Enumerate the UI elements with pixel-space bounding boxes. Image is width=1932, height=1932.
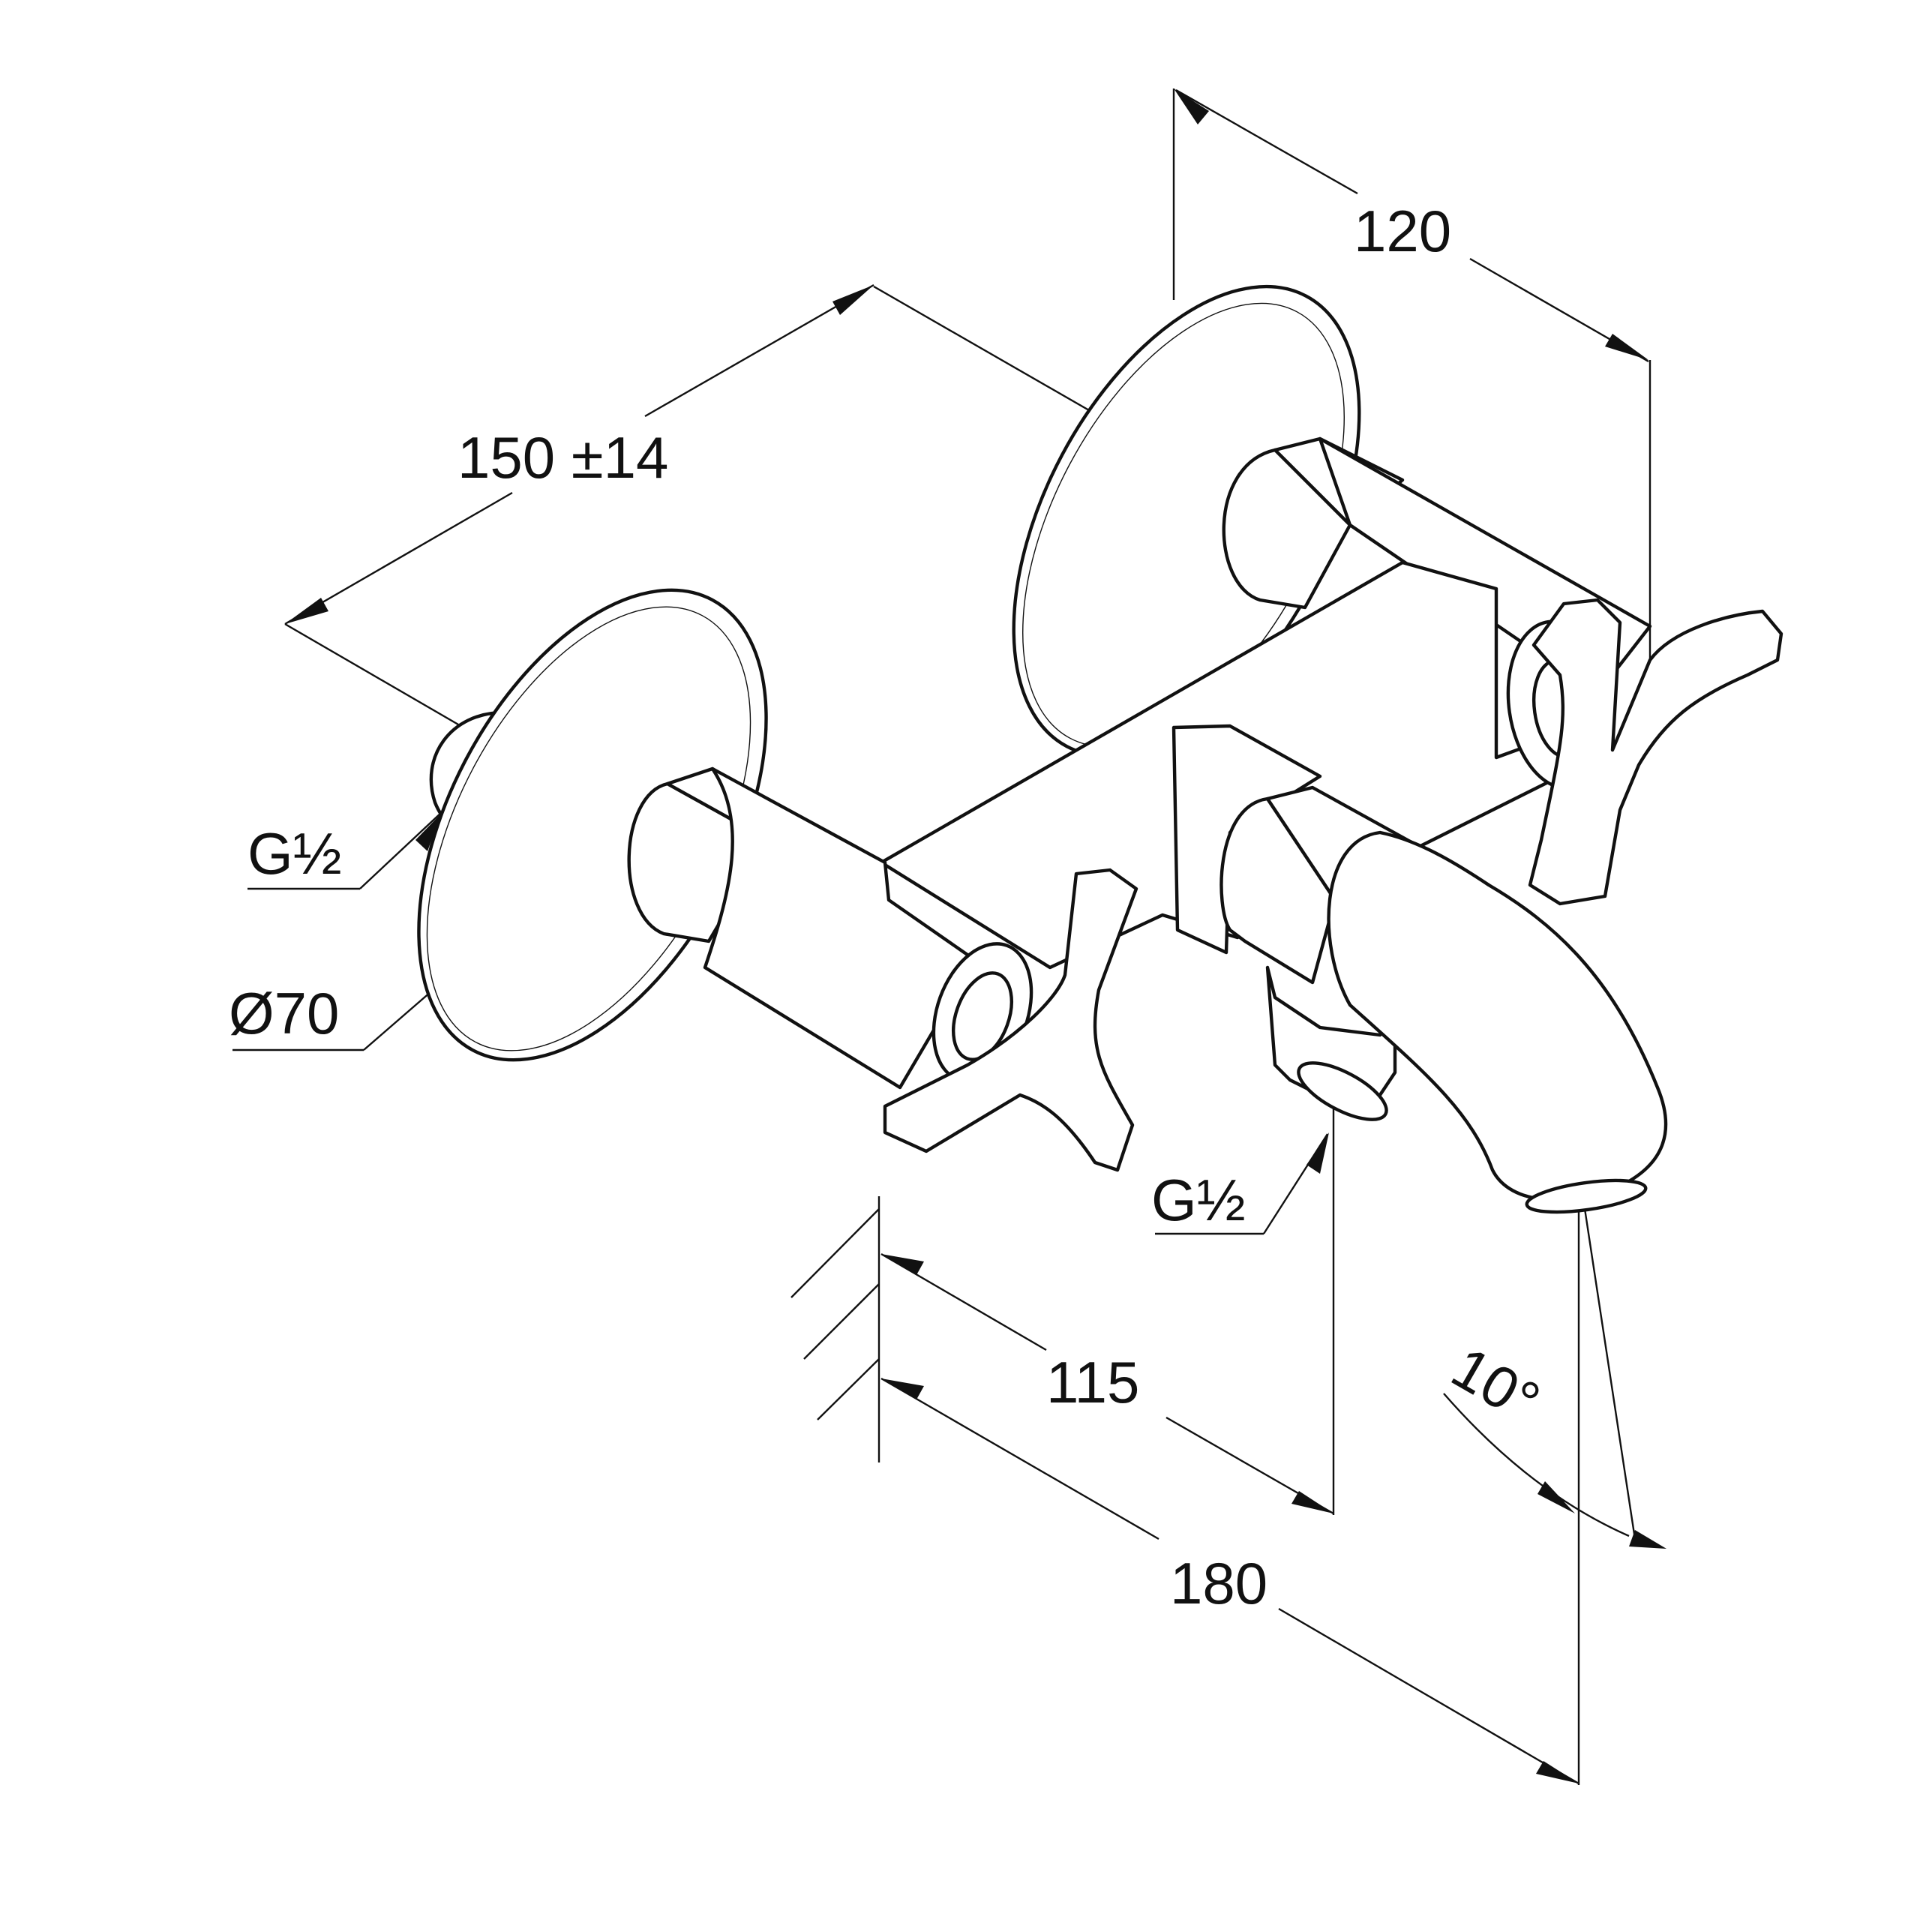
label-180: 180 <box>1170 1550 1268 1616</box>
spout <box>1327 830 1668 1214</box>
dimension-lines <box>232 88 1652 1785</box>
faucet-body <box>417 284 1784 1214</box>
label-g-half-left: G½ <box>248 820 342 886</box>
dimension-labels: 120 150 ±14 G½ Ø70 G½ 115 180 10° <box>229 198 1551 1616</box>
front-wall-rosette <box>417 588 768 1062</box>
label-diameter-70: Ø70 <box>229 980 339 1046</box>
dimension-arrows <box>285 88 1666 1784</box>
back-cross-handle <box>1506 598 1784 906</box>
label-150: 150 ±14 <box>458 424 668 490</box>
label-120: 120 <box>1354 198 1451 264</box>
front-connector <box>627 766 977 1090</box>
front-cross-handle <box>883 868 1138 1172</box>
label-115: 115 <box>1046 1349 1139 1415</box>
label-10-degrees: 10° <box>1442 1334 1551 1436</box>
label-g-half-outlet: G½ <box>1151 1167 1246 1233</box>
